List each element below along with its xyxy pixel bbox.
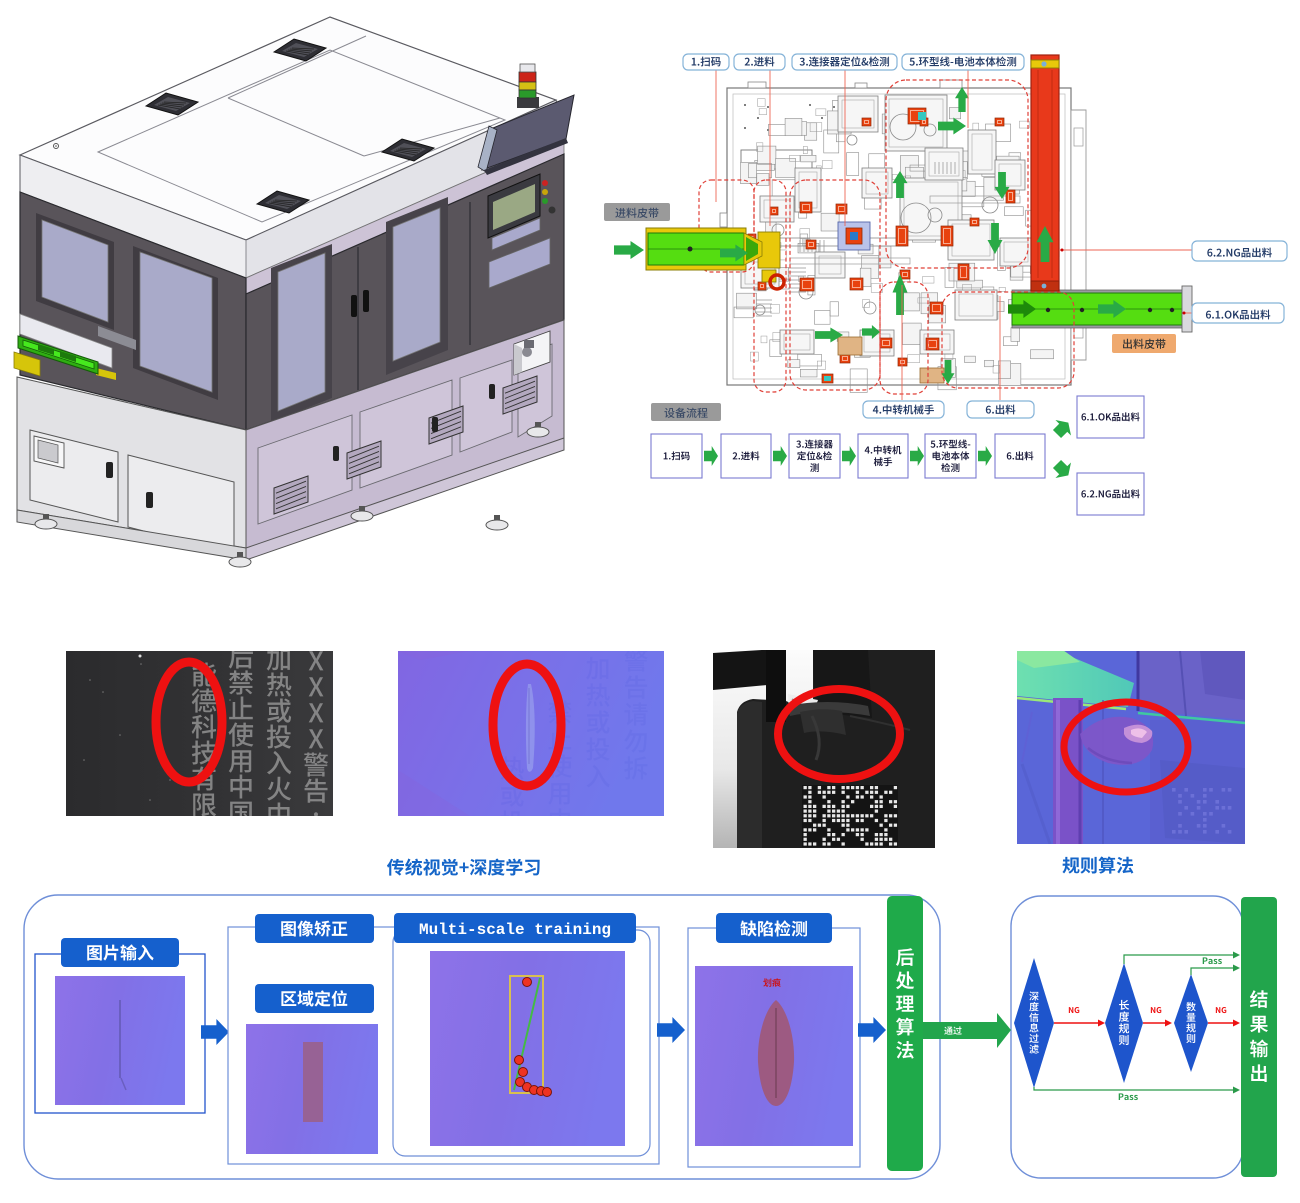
svg-text:Multi-scale training: Multi-scale training [419, 921, 611, 939]
